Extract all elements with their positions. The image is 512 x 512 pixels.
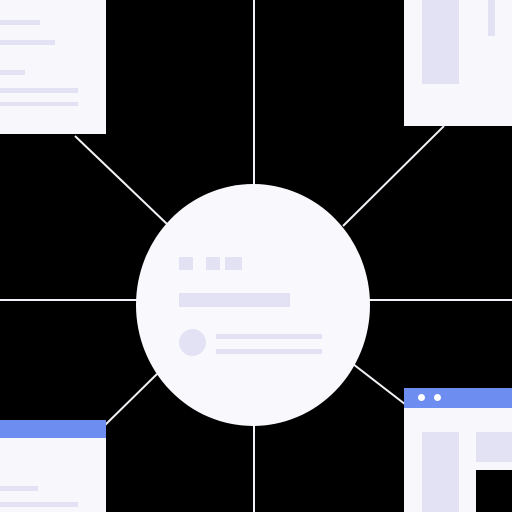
card-top-right xyxy=(404,0,512,126)
placeholder-line xyxy=(0,102,78,106)
indicator-dot-icon xyxy=(418,394,425,401)
placeholder-square xyxy=(206,257,220,270)
avatar-placeholder xyxy=(179,329,206,356)
placeholder-line xyxy=(488,0,495,36)
placeholder-block xyxy=(422,0,459,84)
spoke-bottom-right xyxy=(352,363,411,409)
spoke-top-left xyxy=(74,135,168,225)
card-notch xyxy=(476,470,512,512)
spoke-bottom-left xyxy=(99,373,158,431)
card-bottom-right xyxy=(404,388,512,512)
hub-circle xyxy=(136,184,370,426)
indicator-dot-icon xyxy=(434,394,441,401)
accent-bar xyxy=(0,420,106,438)
placeholder-line xyxy=(216,349,322,354)
placeholder-line xyxy=(0,88,78,93)
placeholder-line xyxy=(0,40,55,45)
placeholder-line xyxy=(0,20,40,25)
card-top-left xyxy=(0,0,106,134)
placeholder-block xyxy=(476,432,512,462)
placeholder-square xyxy=(225,257,242,270)
placeholder-line xyxy=(216,334,322,339)
accent-bar xyxy=(404,388,512,408)
placeholder-line xyxy=(0,486,38,491)
placeholder-square xyxy=(179,257,193,270)
placeholder-block xyxy=(422,432,459,512)
placeholder-line xyxy=(0,70,25,75)
spoke-top-right xyxy=(342,125,445,227)
placeholder-title-bar xyxy=(179,293,290,307)
placeholder-line xyxy=(0,502,78,507)
